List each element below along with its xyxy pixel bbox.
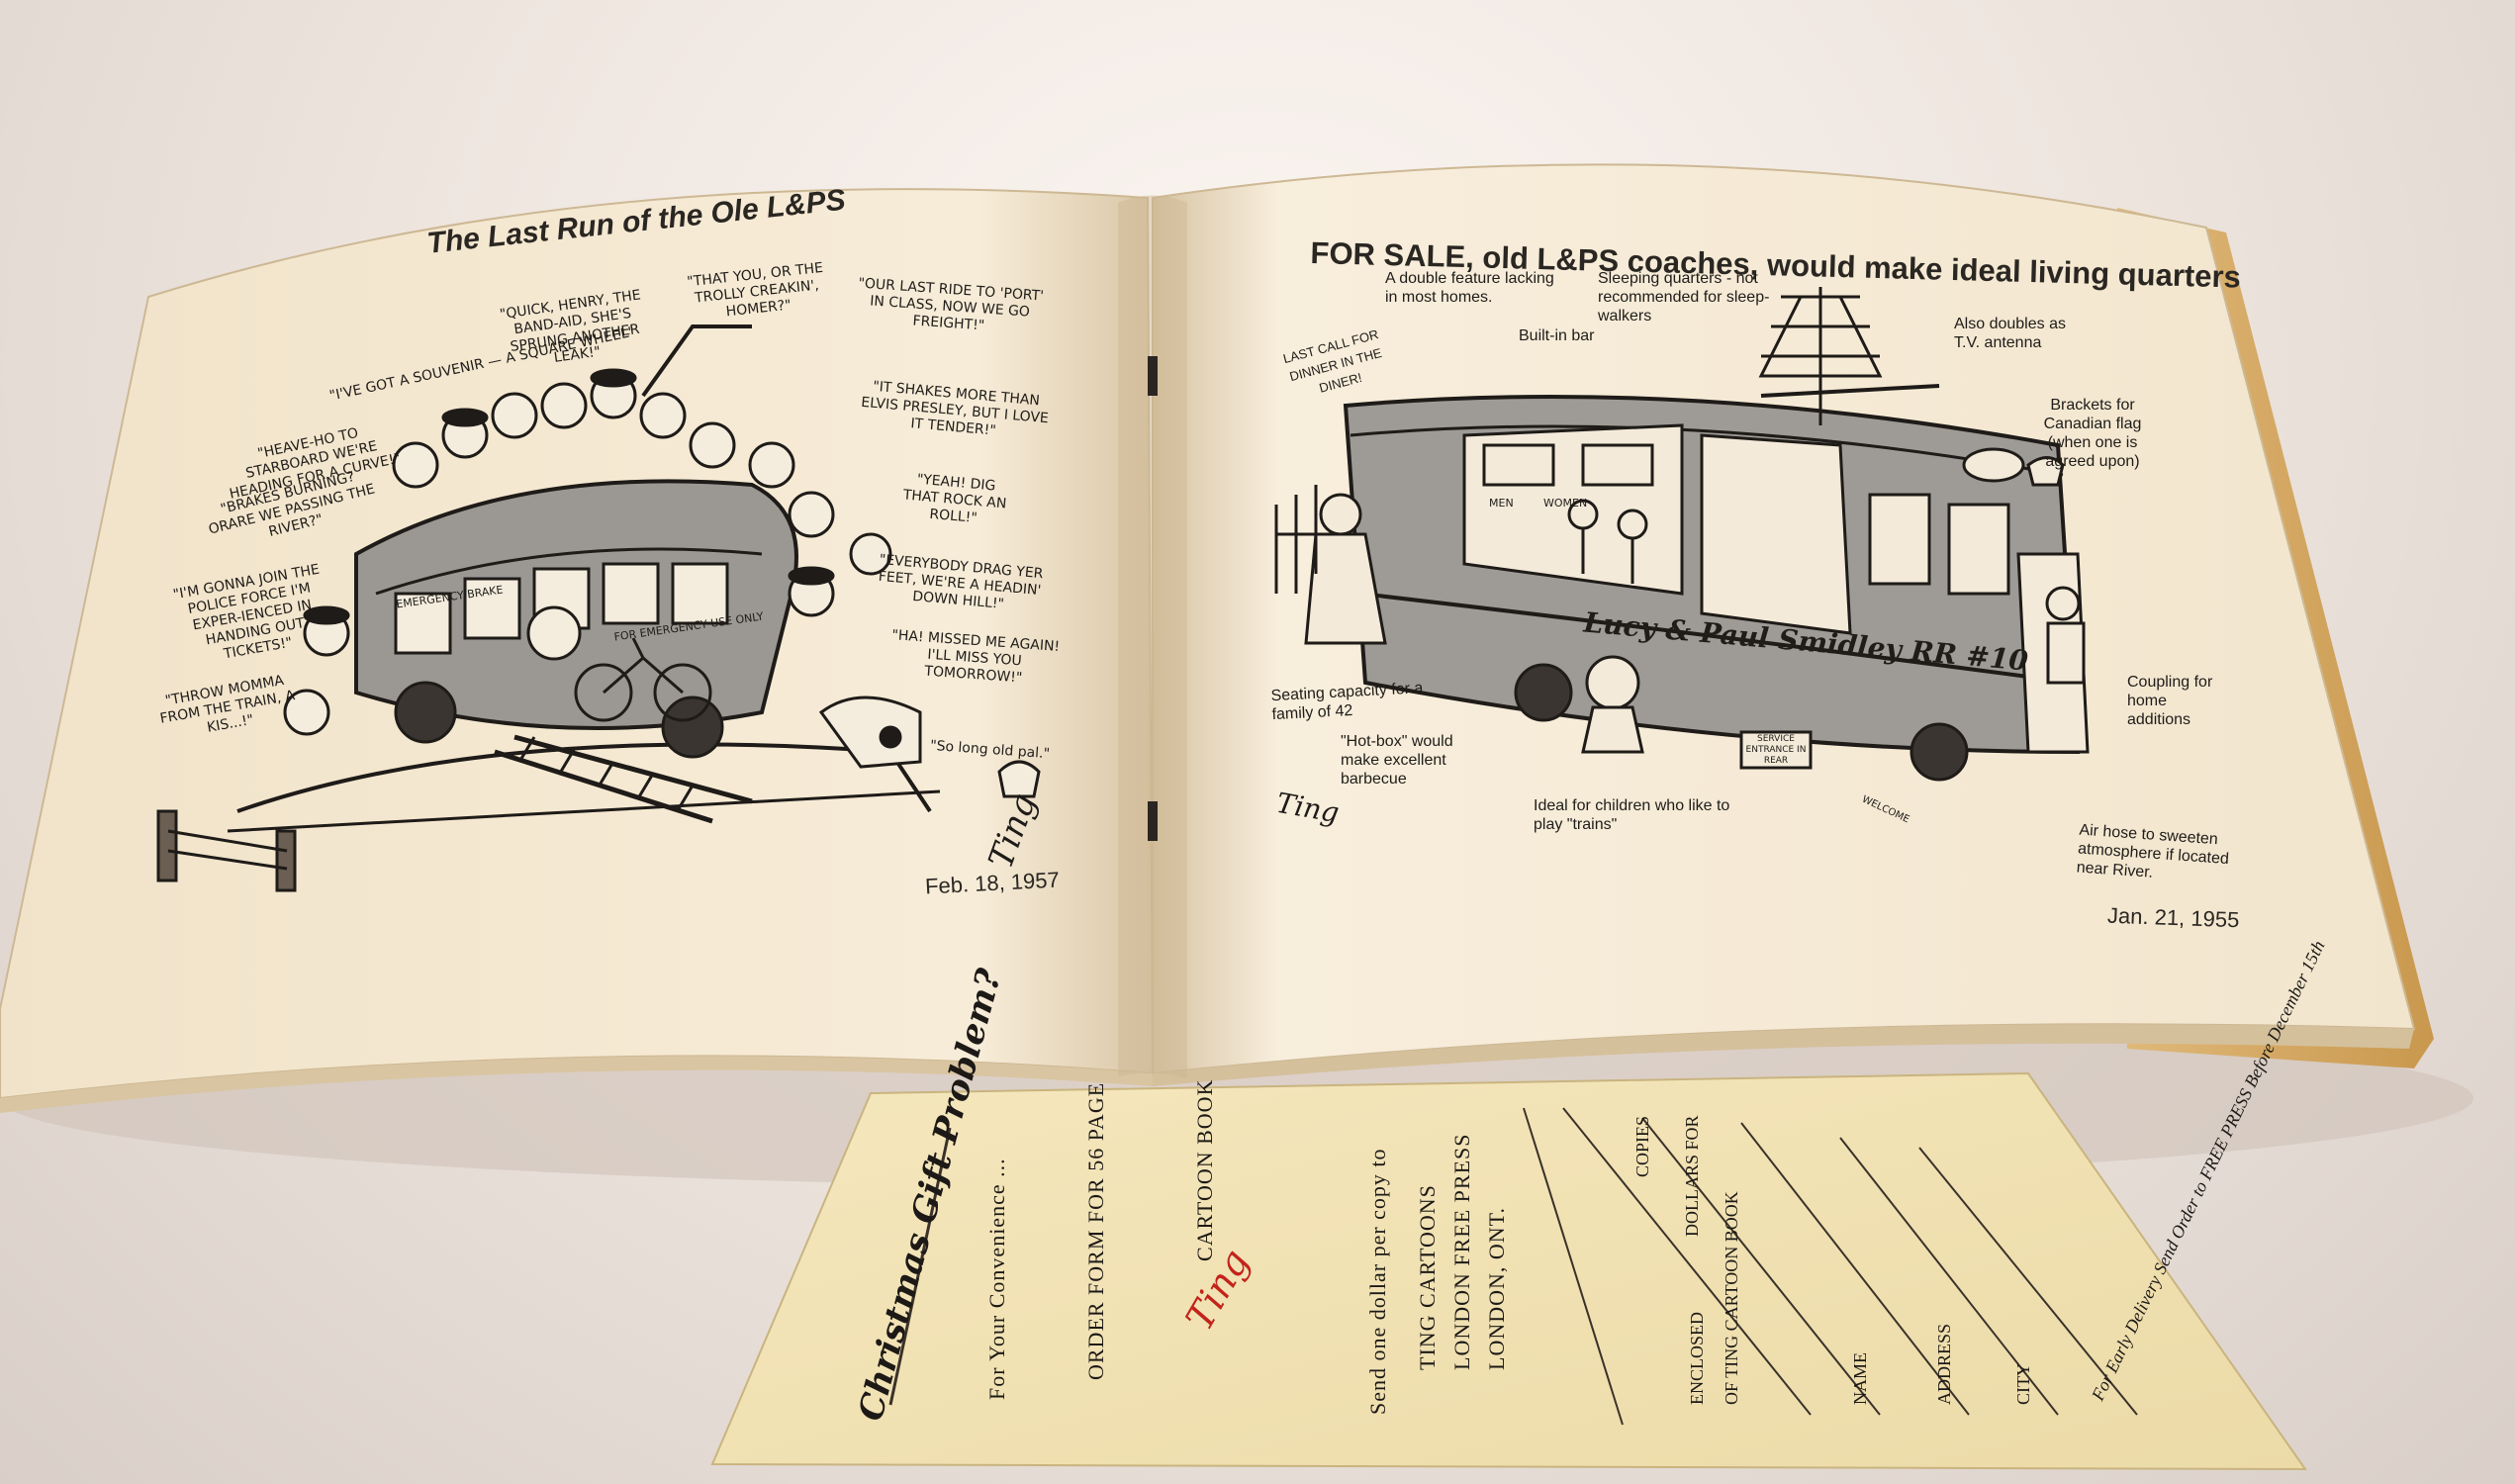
form-field-dollars[interactable]: DOLLARS FOR — [1682, 1115, 1702, 1237]
staple-bottom — [1148, 801, 1158, 841]
left-cartoon-illustration — [156, 325, 1041, 892]
form-field-enclosed[interactable]: ENCLOSED — [1687, 1312, 1707, 1405]
sign-service-entrance: SERVICE ENTRANCE IN REAR — [1745, 734, 1807, 766]
form-send-line: Send one dollar per copy to — [1365, 1148, 1390, 1415]
sign-women: WOMEN — [1543, 497, 1588, 510]
form-address-line-2: LONDON FREE PRESS — [1449, 1133, 1474, 1370]
label-canadian-flag: Brackets for Canadian flag (when one is … — [2043, 397, 2142, 470]
balloon-rock-roll: "YEAH! DIG THAT ROCK AN ROLL!" — [902, 471, 1007, 527]
form-address-line-3: LONDON, ONT. — [1484, 1207, 1509, 1370]
staple-top — [1148, 356, 1158, 396]
form-field-address[interactable]: ADDRESS — [1934, 1323, 1954, 1405]
form-field-city[interactable]: CITY — [2013, 1363, 2033, 1405]
form-field-book-name: OF TING CARTOON BOOK — [1722, 1191, 1741, 1405]
label-coupling: Coupling for home additions — [2127, 674, 2213, 728]
form-field-name[interactable]: NAME — [1850, 1352, 1870, 1405]
label-air-hose: Air hose to sweeten atmosphere if locate… — [2076, 821, 2230, 881]
label-tv-antenna: Also doubles as T.V. antenna — [1954, 316, 2066, 351]
order-form-lines — [888, 1107, 2138, 1426]
sign-men: MEN — [1489, 497, 1514, 510]
label-double-feature: A double feature lacking in most homes. — [1385, 270, 1554, 306]
order-form-card — [710, 1071, 2307, 1471]
form-cartoon-book: CARTOON BOOK — [1192, 1078, 1217, 1261]
label-built-in-bar: Built-in bar — [1519, 327, 1595, 344]
right-cartoon-illustration — [1274, 287, 2090, 782]
right-cartoon-date: Jan. 21, 1955 — [2106, 902, 2240, 933]
label-play-trains: Ideal for children who like to play "tra… — [1534, 797, 1730, 833]
label-sleeping-quarters: Sleeping quarters - not recommended for … — [1598, 270, 1770, 325]
label-hot-box: "Hot-box" would make excellent barbecue — [1341, 733, 1453, 788]
form-order-line: ORDER FORM FOR 56 PAGE — [1083, 1081, 1108, 1380]
form-field-copies[interactable]: COPIES — [1632, 1115, 1652, 1177]
form-convenience: For Your Convenience ... — [984, 1158, 1009, 1400]
form-address-line-1: TING CARTOONS — [1415, 1184, 1440, 1370]
